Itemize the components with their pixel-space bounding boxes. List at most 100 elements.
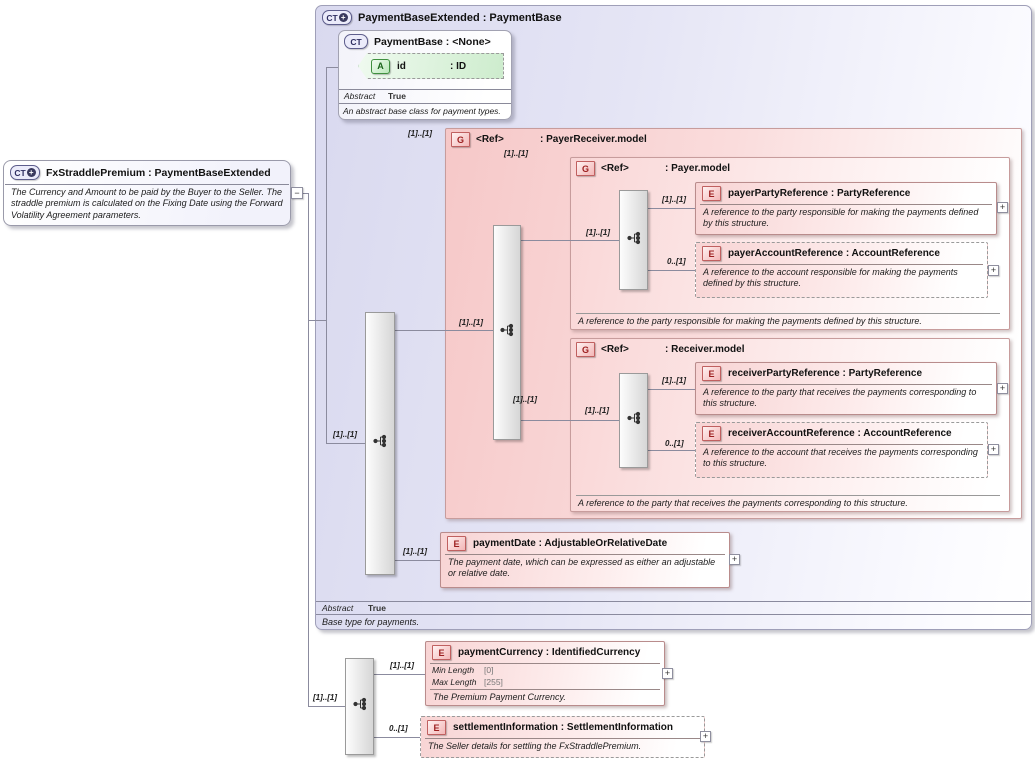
divider bbox=[430, 663, 660, 664]
expand-toggle-paymentdate[interactable]: + bbox=[729, 554, 740, 565]
extension-plus-icon: + bbox=[26, 168, 36, 177]
cardinality-payerpartyreference: [1]..[1] bbox=[662, 195, 686, 204]
cardinality-payer-seq: [1]..[1] bbox=[586, 228, 610, 237]
paymentbase-header: CT PaymentBase : <None> bbox=[339, 31, 511, 52]
fxstraddlepremium-complextype-box[interactable]: CT+ FxStraddlePremium : PaymentBaseExten… bbox=[3, 160, 291, 226]
sequence-connector bbox=[493, 225, 521, 440]
element-header: E payerAccountReference : AccountReferen… bbox=[696, 243, 987, 264]
expand-toggle-settlementinformation[interactable]: + bbox=[700, 731, 711, 742]
complextype-extension-icon: CT+ bbox=[10, 165, 40, 180]
group-icon: G bbox=[451, 132, 470, 147]
element-icon: E bbox=[702, 186, 721, 201]
complextype-icon: CT bbox=[344, 34, 368, 49]
element-header: E paymentCurrency : IdentifiedCurrency bbox=[426, 642, 664, 663]
cardinality-payerreceiver-seq: [1]..[1] bbox=[459, 318, 483, 327]
cardinality-receiver-group: [1]..[1] bbox=[513, 395, 537, 404]
sequence-icon bbox=[352, 696, 368, 717]
element-icon: E bbox=[702, 426, 721, 441]
payerreceiver-group-header: G <Ref> : PayerReceiver.model bbox=[446, 129, 1021, 150]
cardinality-payeraccountreference: 0..[1] bbox=[667, 257, 686, 266]
payeraccountreference-element-box[interactable]: E payerAccountReference : AccountReferen… bbox=[695, 242, 988, 298]
minlength-facet-row: Min Length [0] bbox=[432, 665, 494, 675]
cardinality-paymentdate: [1]..[1] bbox=[403, 547, 427, 556]
cardinality-main-seq: [1]..[1] bbox=[333, 430, 357, 439]
attribute-icon: A bbox=[371, 58, 390, 74]
cardinality-settlementinformation: 0..[1] bbox=[389, 724, 408, 733]
complextype-extension-icon: CT+ bbox=[322, 10, 352, 25]
sequence-icon bbox=[372, 433, 388, 454]
settlementinformation-element-box[interactable]: E settlementInformation : SettlementInfo… bbox=[420, 716, 705, 758]
cardinality-payerreceiver-group: [1]..[1] bbox=[408, 129, 432, 138]
element-header: E payerPartyReference : PartyReference bbox=[696, 183, 996, 204]
payer-group-header: G <Ref> : Payer.model bbox=[571, 158, 1009, 179]
divider bbox=[445, 554, 725, 555]
sequence-icon bbox=[626, 410, 642, 431]
sequence-icon bbox=[626, 230, 642, 251]
group-type: : Receiver.model bbox=[665, 344, 745, 355]
abstract-label: Abstract bbox=[344, 91, 376, 101]
cardinality-receiveraccountreference: 0..[1] bbox=[665, 439, 684, 448]
element-header: E receiverAccountReference : AccountRefe… bbox=[696, 423, 987, 444]
element-header: E paymentDate : AdjustableOrRelativeDate bbox=[441, 533, 729, 554]
paymentbase-complextype-box[interactable]: CT PaymentBase : <None> A id : ID Abstra… bbox=[338, 30, 512, 120]
element-icon: E bbox=[702, 246, 721, 261]
id-attribute-box[interactable]: A id : ID bbox=[358, 53, 504, 79]
element-icon: E bbox=[702, 366, 721, 381]
fxstraddlepremium-annotation: The Currency and Amount to be paid by th… bbox=[11, 187, 283, 220]
receiver-group-header: G <Ref> : Receiver.model bbox=[571, 339, 1009, 360]
group-type: : PayerReceiver.model bbox=[540, 134, 647, 145]
abstract-value: True bbox=[368, 603, 386, 613]
abstract-facet-row: Abstract True bbox=[316, 601, 1031, 614]
cardinality-payer-group: [1]..[1] bbox=[504, 149, 528, 158]
group-ref-name: <Ref> bbox=[476, 134, 504, 145]
expand-toggle-paymentcurrency[interactable]: + bbox=[662, 668, 673, 679]
paymentbaseextended-annotation: Base type for payments. bbox=[322, 617, 420, 627]
paymentcurrency-element-box[interactable]: E paymentCurrency : IdentifiedCurrency M… bbox=[425, 641, 665, 706]
expand-toggle-payerpartyreference[interactable]: + bbox=[997, 202, 1008, 213]
receiverpartyreference-element-box[interactable]: E receiverPartyReference : PartyReferenc… bbox=[695, 362, 997, 415]
sequence-connector bbox=[619, 190, 648, 290]
payerpartyreference-element-box[interactable]: E payerPartyReference : PartyReference A… bbox=[695, 182, 997, 235]
maxlength-facet-row: Max Length [255] bbox=[432, 677, 503, 688]
fxstraddlepremium-header: CT+ FxStraddlePremium : PaymentBaseExten… bbox=[4, 161, 290, 184]
paymentbase-annotation: An abstract base class for payment types… bbox=[343, 106, 501, 116]
fxstraddlepremium-title: FxStraddlePremium : PaymentBaseExtended bbox=[46, 166, 271, 179]
group-type: : Payer.model bbox=[665, 163, 731, 174]
receiver-group-annotation: A reference to the party that receives t… bbox=[576, 495, 1000, 509]
attribute-name: id bbox=[397, 60, 406, 72]
attribute-type: : ID bbox=[450, 60, 467, 72]
group-ref-name: <Ref> bbox=[601, 344, 629, 355]
abstract-facet-row: Abstract True bbox=[339, 89, 511, 102]
paymentbaseextended-title: PaymentBaseExtended : PaymentBase bbox=[358, 11, 562, 24]
cardinality-receiver-seq: [1]..[1] bbox=[585, 406, 609, 415]
cardinality-paymentcurrency: [1]..[1] bbox=[390, 661, 414, 670]
element-header: E receiverPartyReference : PartyReferenc… bbox=[696, 363, 996, 384]
element-header: E settlementInformation : SettlementInfo… bbox=[421, 717, 704, 738]
collapse-toggle[interactable]: − bbox=[291, 187, 303, 199]
divider bbox=[700, 204, 992, 205]
paymentdate-element-box[interactable]: E paymentDate : AdjustableOrRelativeDate… bbox=[440, 532, 730, 588]
payer-group-annotation: A reference to the party responsible for… bbox=[576, 313, 1000, 327]
element-icon: E bbox=[447, 536, 466, 551]
cardinality-extension-seq: [1]..[1] bbox=[313, 693, 337, 702]
sequence-connector bbox=[365, 312, 395, 575]
abstract-label: Abstract bbox=[322, 603, 354, 613]
divider bbox=[5, 184, 289, 185]
element-icon: E bbox=[432, 645, 451, 660]
element-icon: E bbox=[427, 720, 446, 735]
expand-toggle-payeraccountreference[interactable]: + bbox=[988, 265, 999, 276]
receiveraccountreference-element-box[interactable]: E receiverAccountReference : AccountRefe… bbox=[695, 422, 988, 478]
extension-plus-icon: + bbox=[338, 13, 348, 22]
expand-toggle-receiverpartyreference[interactable]: + bbox=[997, 383, 1008, 394]
annotation-row: Base type for payments. bbox=[316, 614, 1031, 630]
expand-toggle-receiveraccountreference[interactable]: + bbox=[988, 444, 999, 455]
group-icon: G bbox=[576, 161, 595, 176]
divider bbox=[425, 738, 700, 739]
sequence-connector bbox=[619, 373, 648, 468]
group-ref-name: <Ref> bbox=[601, 163, 629, 174]
divider bbox=[700, 264, 983, 265]
group-icon: G bbox=[576, 342, 595, 357]
cardinality-receiverpartyreference: [1]..[1] bbox=[662, 376, 686, 385]
